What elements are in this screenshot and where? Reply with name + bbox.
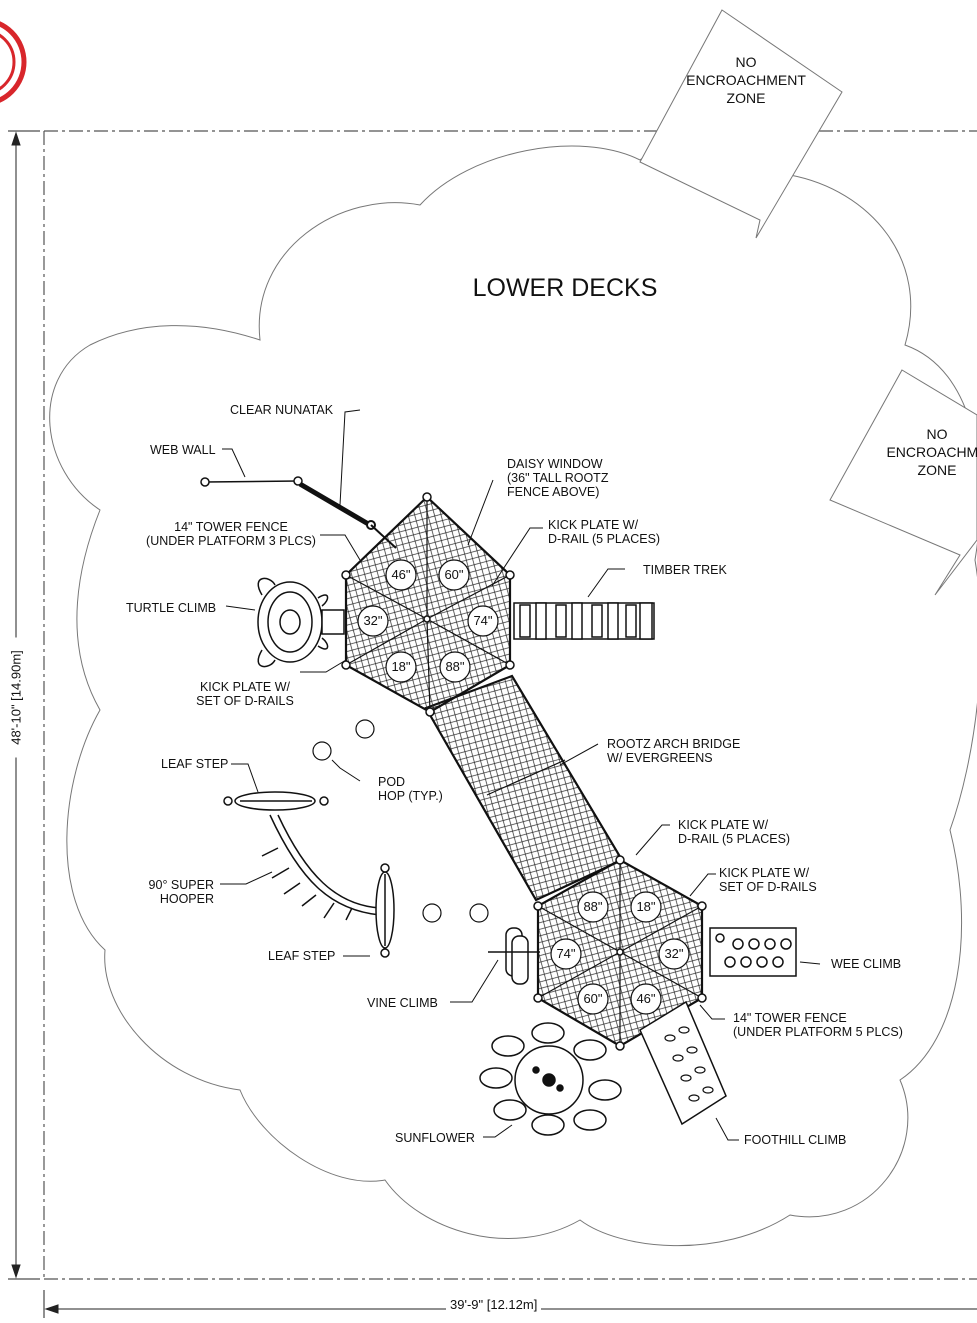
no-encroachment-zone-label-1: NO ENCROACHMENT ZONE bbox=[671, 53, 821, 107]
super-hooper-line-1: 90° SUPER bbox=[148, 878, 214, 892]
daisy-window-line-2: (36" TALL ROOTZ bbox=[507, 471, 609, 485]
logo-seal bbox=[0, 21, 27, 103]
label-kick-plate-drail-upper: KICK PLATE W/ D-RAIL (5 PLACES) bbox=[548, 518, 660, 546]
tower-fence-upper-line-2: (UNDER PLATFORM 3 PLCS) bbox=[146, 534, 316, 548]
deck-height-upper-3: 74" bbox=[473, 613, 493, 628]
daisy-window-line-3: FENCE ABOVE) bbox=[507, 485, 600, 499]
label-pod-hop: POD HOP (TYP.) bbox=[378, 775, 443, 803]
nez2-line-1: NO bbox=[926, 426, 948, 442]
nez2-line-2: ENCROACHME bbox=[886, 444, 977, 460]
kick-plate-drail-lower-line-2: D-RAIL (5 PLACES) bbox=[678, 832, 791, 846]
rootz-arch-bridge bbox=[424, 674, 624, 902]
deck-height-lower-3: 32" bbox=[664, 946, 684, 961]
leaf-step-upper bbox=[223, 791, 329, 811]
label-leaf-step-upper: LEAF STEP bbox=[161, 757, 229, 771]
sunflower bbox=[479, 1022, 622, 1136]
kick-plate-drail-upper-line-1: KICK PLATE W/ bbox=[548, 518, 639, 532]
deck-height-upper-2: 60" bbox=[444, 567, 464, 582]
leaf-step-lower bbox=[375, 863, 395, 958]
pod-hop-line-2: HOP (TYP.) bbox=[378, 789, 443, 803]
timber-trek bbox=[513, 602, 655, 640]
label-kick-plate-set-upper: KICK PLATE W/ SET OF D-RAILS bbox=[190, 680, 300, 708]
label-turtle-climb: TURTLE CLIMB bbox=[126, 601, 217, 615]
label-vine-climb: VINE CLIMB bbox=[367, 996, 438, 1010]
deck-height-upper-1: 46" bbox=[391, 567, 411, 582]
vine-climb bbox=[488, 927, 540, 985]
kick-plate-set-upper-line-1: KICK PLATE W/ bbox=[199, 680, 291, 694]
foothill-climb bbox=[639, 1000, 727, 1126]
label-rootz-arch-bridge: ROOTZ ARCH BRIDGE W/ EVERGREENS bbox=[607, 737, 740, 765]
height-dimension: 48'-10" [14.90m] bbox=[8, 637, 24, 758]
label-leaf-step-lower: LEAF STEP bbox=[268, 949, 336, 963]
deck-height-upper-4: 88" bbox=[445, 659, 465, 674]
nez1-line-2: ENCROACHMENT bbox=[686, 72, 806, 88]
nez2-line-3: ZONE bbox=[917, 462, 957, 478]
label-tower-fence-upper: 14" TOWER FENCE (UNDER PLATFORM 3 PLCS) bbox=[138, 520, 324, 548]
no-encroachment-zone-2 bbox=[829, 369, 977, 596]
turtle-climb bbox=[257, 577, 345, 668]
wee-climb bbox=[709, 927, 797, 977]
label-kick-plate-set-lower: KICK PLATE W/ SET OF D-RAILS bbox=[719, 866, 817, 894]
deck-height-upper-5: 18" bbox=[391, 659, 411, 674]
nez1-line-3: ZONE bbox=[726, 90, 766, 106]
rootz-arch-bridge-line-2: W/ EVERGREENS bbox=[607, 751, 713, 765]
no-encroachment-zone-label-2: NO ENCROACHME ZONE bbox=[862, 425, 977, 479]
label-kick-plate-drail-lower: KICK PLATE W/ D-RAIL (5 PLACES) bbox=[678, 818, 790, 846]
label-daisy-window: DAISY WINDOW (36" TALL ROOTZ FENCE ABOVE… bbox=[507, 457, 608, 499]
tower-fence-upper-line-1: 14" TOWER FENCE bbox=[174, 520, 288, 534]
daisy-window-line-1: DAISY WINDOW bbox=[507, 457, 603, 471]
web-wall bbox=[200, 476, 303, 487]
use-zone-outline bbox=[49, 135, 977, 1247]
kick-plate-drail-upper-line-2: D-RAIL (5 PLACES) bbox=[548, 532, 661, 546]
kick-plate-set-upper-line-2: SET OF D-RAILS bbox=[196, 694, 294, 708]
page-title: LOWER DECKS bbox=[472, 274, 658, 302]
property-boundary bbox=[43, 130, 977, 1280]
super-hooper bbox=[261, 814, 381, 921]
tower-fence-lower-line-2: (UNDER PLATFORM 5 PLCS) bbox=[733, 1025, 903, 1039]
label-foothill-climb: FOOTHILL CLIMB bbox=[744, 1133, 847, 1147]
no-encroachment-zone-1 bbox=[639, 9, 843, 239]
label-web-wall: WEB WALL bbox=[150, 443, 216, 457]
label-tower-fence-lower: 14" TOWER FENCE (UNDER PLATFORM 5 PLCS) bbox=[733, 1011, 903, 1039]
clear-nunatak bbox=[298, 481, 397, 549]
deck-height-lower-6: 74" bbox=[556, 946, 576, 961]
label-wee-climb: WEE CLIMB bbox=[831, 957, 902, 971]
kick-plate-drail-lower-line-1: KICK PLATE W/ bbox=[678, 818, 769, 832]
upper-deck-tower bbox=[341, 492, 515, 717]
kick-plate-set-lower-line-2: SET OF D-RAILS bbox=[719, 880, 817, 894]
leader-lines bbox=[220, 409, 821, 1141]
deck-height-lower-2: 18" bbox=[636, 899, 656, 914]
rootz-arch-bridge-line-1: ROOTZ ARCH BRIDGE bbox=[607, 737, 741, 751]
tower-fence-lower-line-1: 14" TOWER FENCE bbox=[733, 1011, 847, 1025]
label-super-hooper: 90° SUPER HOOPER bbox=[124, 878, 214, 906]
nez1-line-1: NO bbox=[735, 54, 757, 70]
label-sunflower: SUNFLOWER bbox=[395, 1131, 475, 1145]
deck-height-lower-4: 46" bbox=[636, 991, 656, 1006]
lower-deck-tower bbox=[533, 855, 707, 1051]
kick-plate-set-lower-line-1: KICK PLATE W/ bbox=[719, 866, 810, 880]
label-timber-trek: TIMBER TREK bbox=[643, 563, 727, 577]
super-hooper-line-2: HOOPER bbox=[159, 892, 214, 906]
pod-hop-line-1: POD bbox=[378, 775, 406, 789]
deck-height-upper-6: 32" bbox=[363, 613, 383, 628]
label-clear-nunatak: CLEAR NUNATAK bbox=[230, 403, 334, 417]
deck-height-lower-1: 88" bbox=[583, 899, 603, 914]
width-dimension: 39'-9" [12.12m] bbox=[446, 1297, 542, 1312]
pod-hops bbox=[312, 719, 489, 923]
deck-height-lower-5: 60" bbox=[583, 991, 603, 1006]
